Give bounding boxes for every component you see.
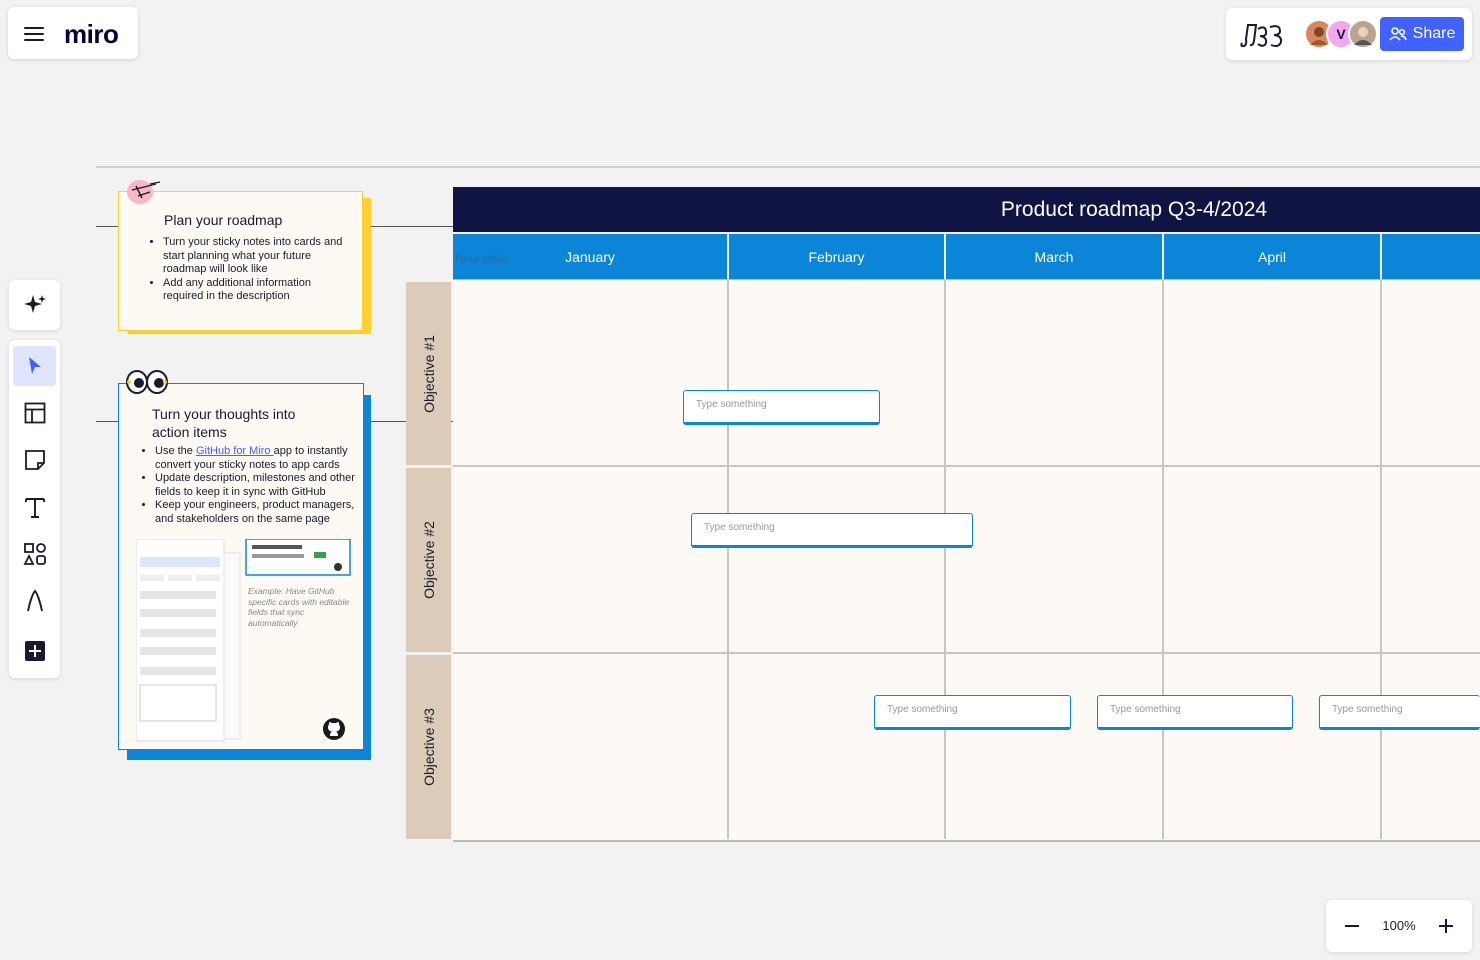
github-icon xyxy=(322,717,346,741)
board-logo-icon[interactable] xyxy=(1238,21,1286,49)
templates-tool-button[interactable] xyxy=(13,393,56,433)
minus-icon xyxy=(1345,925,1359,927)
share-button[interactable]: Share xyxy=(1380,17,1464,51)
zoom-in-button[interactable] xyxy=(1430,910,1462,942)
action-items-title: Turn your thoughts into action items xyxy=(152,406,296,440)
ai-toolbar-panel xyxy=(9,280,60,330)
grid-row-divider xyxy=(453,465,1480,467)
layout-icon xyxy=(24,402,45,424)
zoom-controls: 100% xyxy=(1326,900,1472,952)
sparkle-icon xyxy=(23,295,46,313)
grid-row-divider xyxy=(453,652,1480,654)
action-item: Keep your engineers, product managers, a… xyxy=(155,499,365,526)
objective-row-2[interactable]: Objective #2 xyxy=(406,468,451,652)
month-header-next[interactable] xyxy=(1382,234,1480,279)
objective-row-3[interactable]: Objective #3 xyxy=(406,655,451,839)
table-name-placeholder[interactable]: New table xyxy=(455,252,509,266)
action-item: Use the GitHub for Miro app to instantly… xyxy=(155,445,365,472)
grid-column-divider xyxy=(944,279,946,839)
month-label: January xyxy=(565,248,615,265)
roadmap-card[interactable]: Type something xyxy=(874,695,1071,730)
example-caption: Example: Have GitHub specific cards with… xyxy=(248,586,350,628)
plus-icon xyxy=(1439,919,1453,933)
sticky-note-icon xyxy=(24,450,45,470)
month-label: February xyxy=(808,248,865,265)
shapes-tool-button[interactable] xyxy=(13,534,56,574)
frame-top-line xyxy=(96,166,1480,168)
hamburger-menu-icon[interactable] xyxy=(24,23,44,43)
github-for-miro-link[interactable]: GitHub for Miro xyxy=(195,445,274,457)
action-item: Update description, milestones and other… xyxy=(155,472,365,499)
month-header-march[interactable]: March xyxy=(946,234,1162,279)
share-label: Share xyxy=(1412,25,1456,42)
month-header-april[interactable]: April xyxy=(1164,234,1380,279)
users-icon xyxy=(1389,27,1407,41)
plan-item: Add any additional information required … xyxy=(163,277,353,304)
roadmap-grid[interactable] xyxy=(453,279,1480,842)
action-items-list: Use the GitHub for Miro app to instantly… xyxy=(137,445,365,526)
plan-roadmap-list: Turn your sticky notes into cards and st… xyxy=(145,236,353,304)
plan-roadmap-title: Plan your roadmap xyxy=(164,212,283,228)
pen-tool-button[interactable] xyxy=(13,581,56,621)
sticky-note-tool-button[interactable] xyxy=(13,440,56,480)
collaboration-panel: V Share xyxy=(1226,8,1472,60)
objective-label: Objective #3 xyxy=(420,708,437,786)
roadmap-card[interactable]: Type something xyxy=(1097,695,1293,730)
cursor-icon xyxy=(28,357,41,374)
roadmap-title: Product roadmap Q3-4/2024 xyxy=(1000,197,1268,221)
plus-square-icon xyxy=(24,641,45,661)
roadmap-card[interactable]: Type something xyxy=(683,390,880,425)
select-tool-button[interactable] xyxy=(13,346,56,386)
month-label: April xyxy=(1257,248,1286,265)
text-icon xyxy=(24,498,45,518)
zoom-out-button[interactable] xyxy=(1336,910,1368,942)
roadmap-title-bar[interactable]: Product roadmap Q3-4/2024 xyxy=(453,187,1480,232)
month-header-february[interactable]: February xyxy=(729,234,944,279)
plan-roadmap-card[interactable]: Plan your roadmap Turn your sticky notes… xyxy=(118,191,363,331)
eyes-icon xyxy=(126,369,168,395)
grid-column-divider xyxy=(1380,279,1382,839)
action-items-card[interactable]: Turn your thoughts into action items Use… xyxy=(118,383,364,750)
pen-icon xyxy=(26,589,43,612)
collaborator-avatar[interactable] xyxy=(1348,19,1378,49)
grid-column-divider xyxy=(727,279,729,839)
miro-logo[interactable]: miro xyxy=(64,19,119,49)
plan-item: Turn your sticky notes into cards and st… xyxy=(163,236,353,277)
grid-column-divider xyxy=(1162,279,1164,839)
roadmap-card[interactable]: Type something xyxy=(1319,695,1480,730)
objective-label: Objective #1 xyxy=(420,334,437,413)
main-menu-panel: miro xyxy=(8,7,138,59)
month-label: March xyxy=(1034,248,1074,265)
ai-assist-button[interactable] xyxy=(13,285,56,325)
creation-toolbar xyxy=(9,340,60,678)
roadmap-card[interactable]: Type something xyxy=(691,513,973,548)
shapes-icon xyxy=(23,543,46,565)
objective-label: Objective #2 xyxy=(420,521,437,599)
zoom-level[interactable]: 100% xyxy=(1382,918,1416,933)
more-tools-button[interactable] xyxy=(13,631,56,671)
month-header-january[interactable]: January xyxy=(453,234,727,279)
pointing-hand-icon xyxy=(126,176,164,206)
objective-row-1[interactable]: Objective #1 xyxy=(406,282,451,465)
text-tool-button[interactable] xyxy=(13,487,56,527)
github-app-preview-image xyxy=(135,538,358,742)
